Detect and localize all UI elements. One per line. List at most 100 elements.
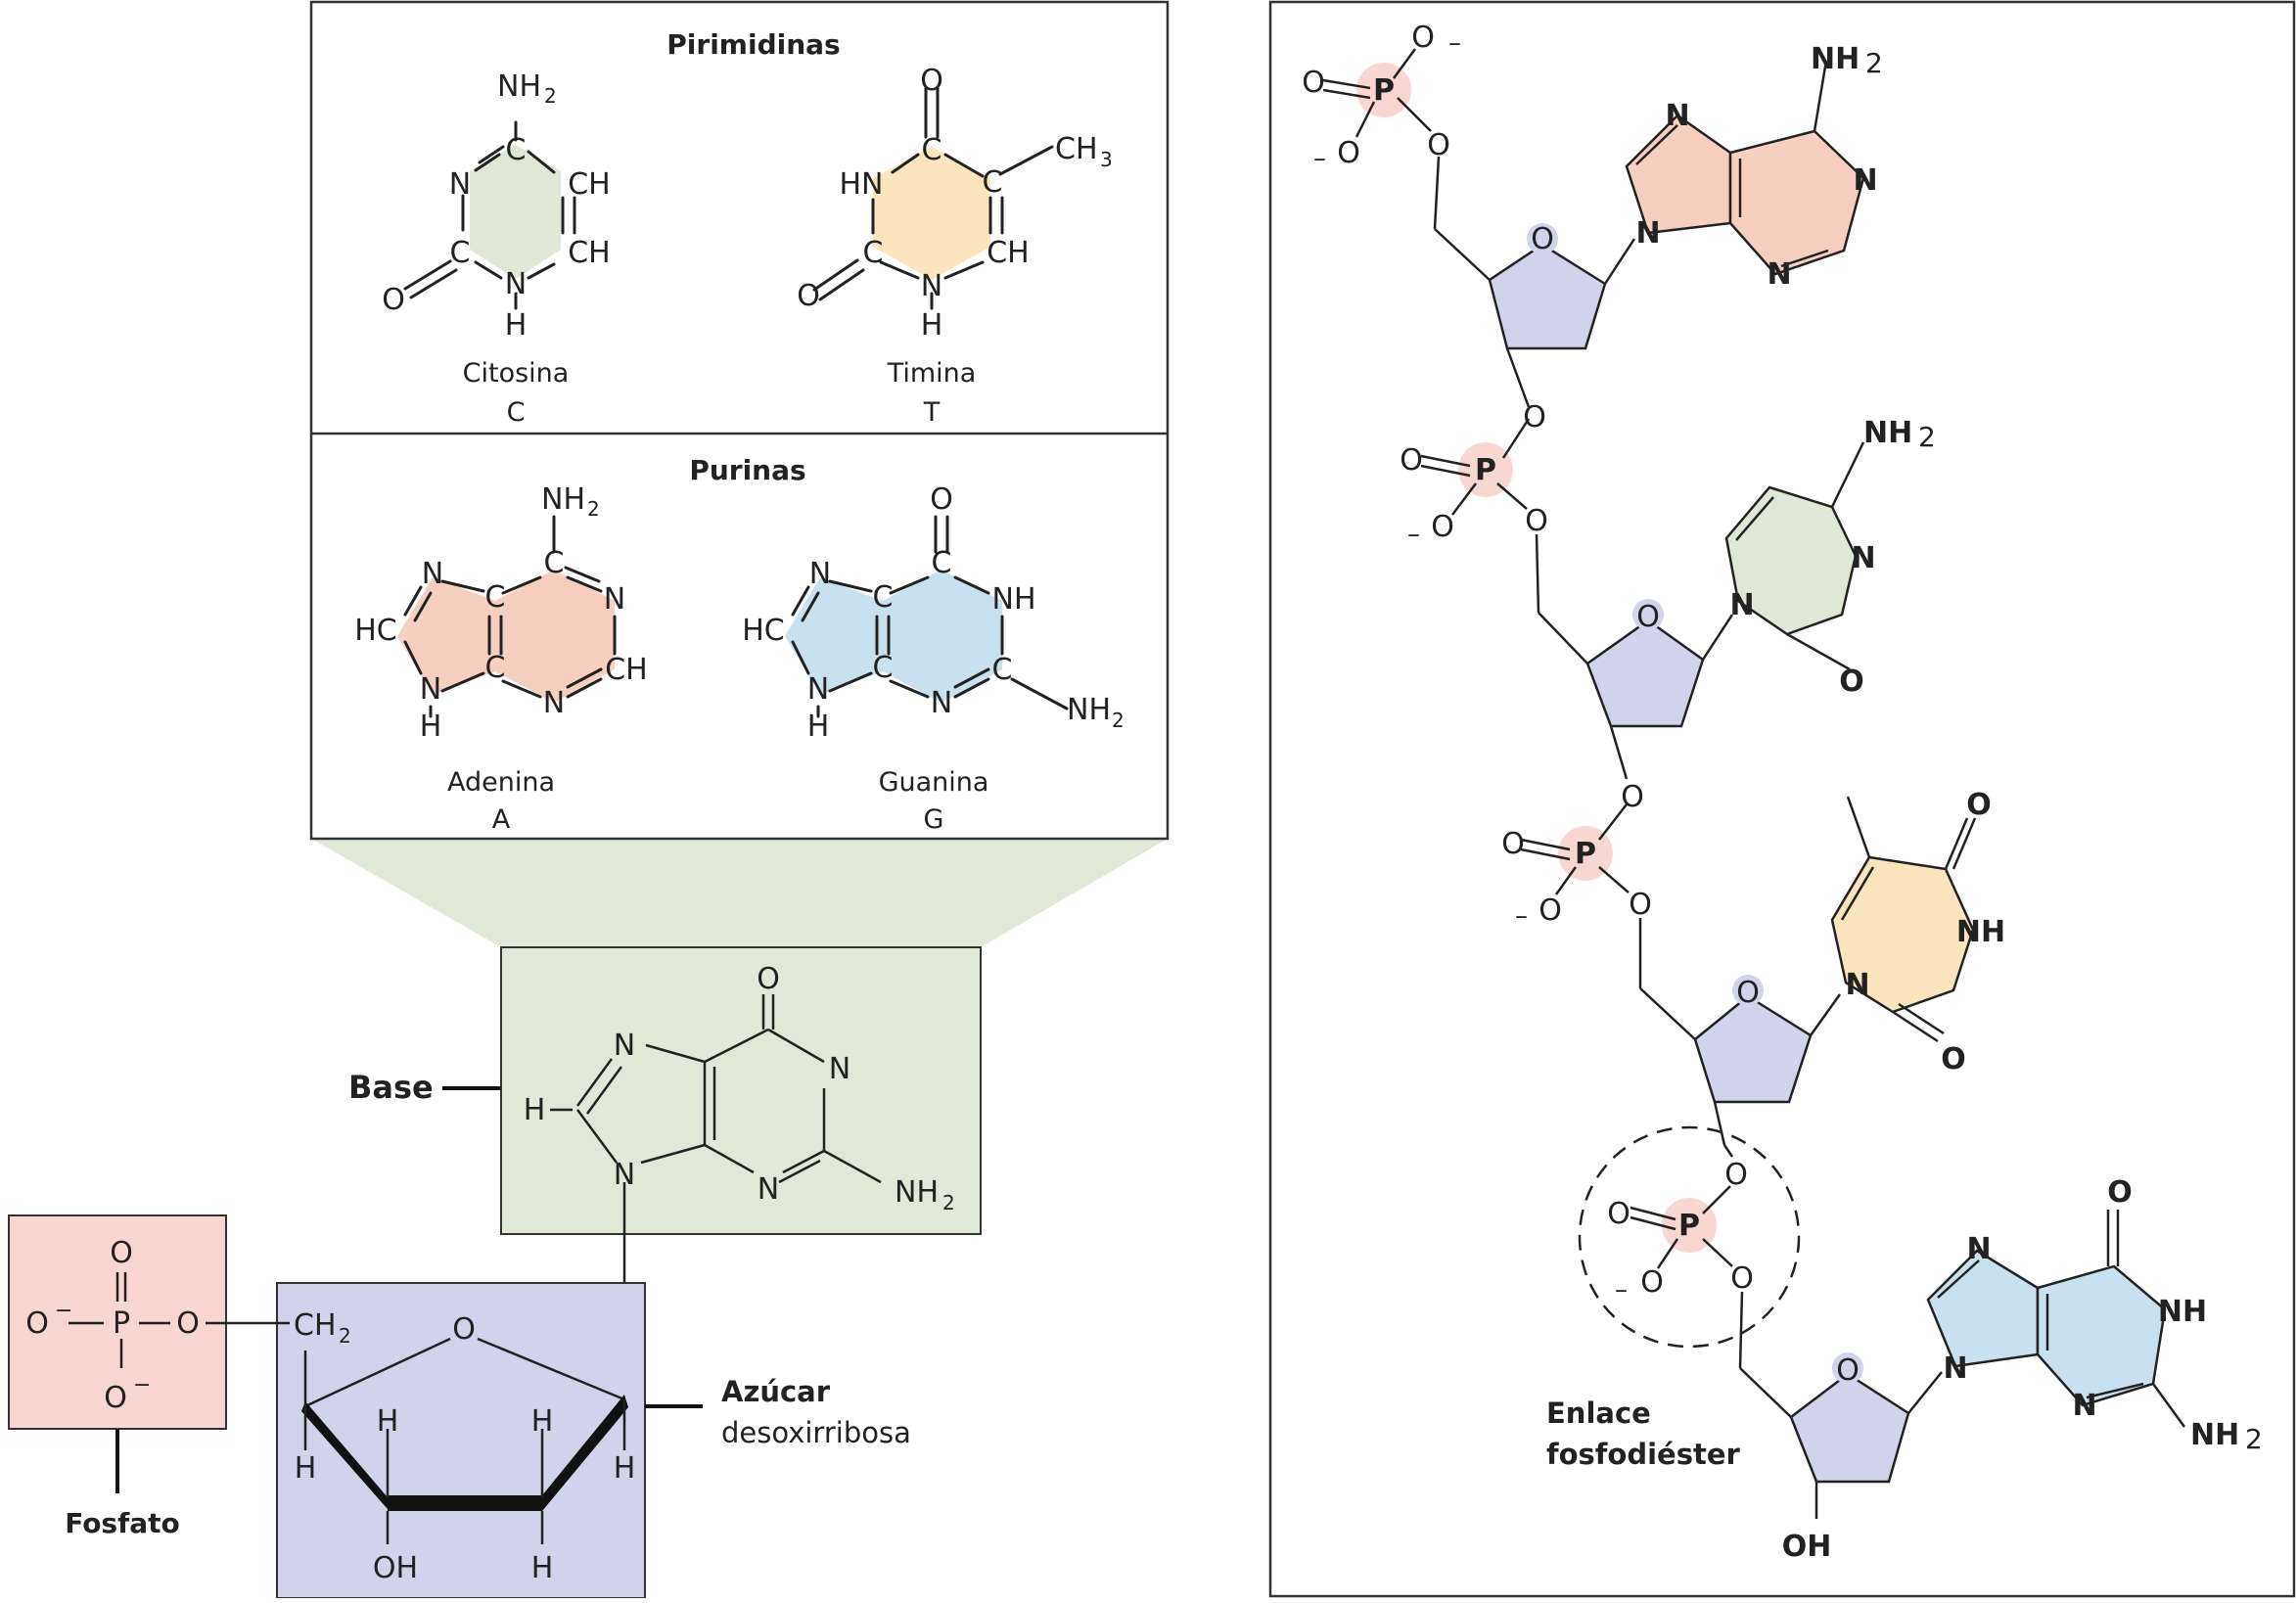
svg-text:P: P: [1475, 453, 1496, 487]
phosphate-group: O P O− O O−: [25, 1236, 290, 1415]
svg-text:NH: NH: [1863, 416, 1912, 450]
svg-text:H: H: [531, 1551, 554, 1585]
svg-text:NH: NH: [2158, 1295, 2207, 1329]
svg-text:O: O: [1523, 400, 1546, 435]
svg-text:O: O: [757, 962, 780, 996]
svg-text:O: O: [2107, 1175, 2133, 1210]
svg-text:C: C: [506, 133, 527, 167]
svg-text:O: O: [1730, 1261, 1754, 1296]
phosphodiester-label-line2: fosfodiéster: [1546, 1438, 1741, 1471]
svg-text:N: N: [1767, 257, 1791, 292]
svg-text:N: N: [1635, 216, 1660, 251]
svg-text:NH: NH: [992, 582, 1036, 617]
svg-text:C: C: [922, 133, 942, 167]
svg-text:−: −: [55, 1299, 72, 1323]
svg-text:O: O: [1427, 128, 1450, 162]
purines-title: Purinas: [689, 454, 805, 486]
thymine-letter: T: [923, 397, 941, 428]
svg-text:CH: CH: [568, 236, 611, 270]
svg-text:O: O: [382, 283, 405, 317]
svg-text:N: N: [614, 1158, 635, 1192]
svg-text:CH: CH: [1055, 132, 1098, 166]
phosphate-label: Fosfato: [65, 1507, 180, 1539]
svg-text:O: O: [1724, 1158, 1748, 1192]
svg-text:H: H: [524, 1093, 546, 1127]
chain-phosphate-1: P O O– O– O: [1302, 21, 1491, 281]
svg-text:2: 2: [544, 84, 557, 108]
svg-text:O: O: [1431, 510, 1454, 544]
svg-text:O: O: [1538, 893, 1562, 928]
svg-text:3: 3: [1100, 148, 1113, 171]
svg-text:NH: NH: [497, 69, 541, 104]
svg-text:N: N: [1729, 588, 1754, 622]
svg-text:C: C: [873, 651, 894, 685]
svg-text:O: O: [452, 1312, 476, 1347]
cytosine-name: Citosina: [463, 358, 570, 389]
svg-text:O: O: [1501, 827, 1525, 861]
sugar-label-line1: Azúcar: [721, 1375, 831, 1408]
svg-text:O: O: [1966, 788, 1992, 822]
chain-phosphate-4: O P O O– O: [1578, 1125, 1801, 1418]
svg-text:–: –: [1407, 520, 1420, 549]
svg-text:2: 2: [1865, 47, 1883, 79]
svg-text:C: C: [863, 236, 884, 270]
svg-text:N: N: [1851, 541, 1875, 575]
chain-thymine: N O NH O: [1830, 788, 2005, 1076]
svg-text:O: O: [1531, 222, 1554, 256]
svg-text:O: O: [920, 64, 943, 98]
svg-text:N: N: [2072, 1389, 2096, 1423]
svg-text:CH: CH: [294, 1308, 337, 1343]
svg-text:C: C: [544, 546, 565, 580]
svg-text:N: N: [921, 269, 942, 303]
svg-text:CH: CH: [987, 236, 1030, 270]
svg-text:NH: NH: [895, 1175, 939, 1210]
svg-text:C: C: [932, 546, 952, 580]
svg-text:C: C: [485, 651, 506, 685]
svg-text:NH: NH: [541, 482, 585, 517]
svg-text:N: N: [449, 167, 471, 202]
svg-text:P: P: [1575, 837, 1596, 871]
svg-text:N: N: [1665, 99, 1689, 133]
svg-text:N: N: [420, 672, 441, 707]
base-box: [500, 946, 982, 1235]
svg-text:–: –: [1515, 901, 1528, 931]
svg-text:P: P: [1678, 1209, 1700, 1243]
svg-text:P: P: [113, 1306, 130, 1341]
cytosine-letter: C: [507, 397, 526, 428]
svg-text:O: O: [1525, 504, 1548, 538]
svg-text:CH: CH: [568, 167, 611, 202]
svg-text:C: C: [485, 580, 506, 615]
svg-text:2: 2: [942, 1191, 955, 1214]
base-label: Base: [348, 1069, 434, 1106]
bases-box: [309, 0, 1170, 841]
pyrimidines-title: Pirimidinas: [666, 28, 840, 61]
svg-text:N: N: [1966, 1232, 1991, 1266]
svg-text:H: H: [377, 1404, 399, 1439]
svg-text:O: O: [1337, 136, 1360, 170]
chain-phosphate-3: O P O O– O: [1501, 780, 1696, 1040]
svg-text:N: N: [543, 686, 565, 720]
svg-text:–: –: [1615, 1275, 1628, 1305]
svg-text:N: N: [604, 582, 625, 617]
svg-text:NH: NH: [1956, 915, 2005, 949]
svg-text:NH: NH: [1811, 42, 1860, 76]
svg-text:HC: HC: [354, 614, 397, 648]
chain-sugar-4: O OH: [1782, 1352, 1943, 1564]
adenine-letter: A: [492, 804, 511, 835]
svg-text:O: O: [1607, 1197, 1630, 1231]
svg-text:2: 2: [2245, 1423, 2263, 1455]
svg-text:N: N: [1943, 1351, 1967, 1386]
svg-text:H: H: [807, 710, 830, 744]
